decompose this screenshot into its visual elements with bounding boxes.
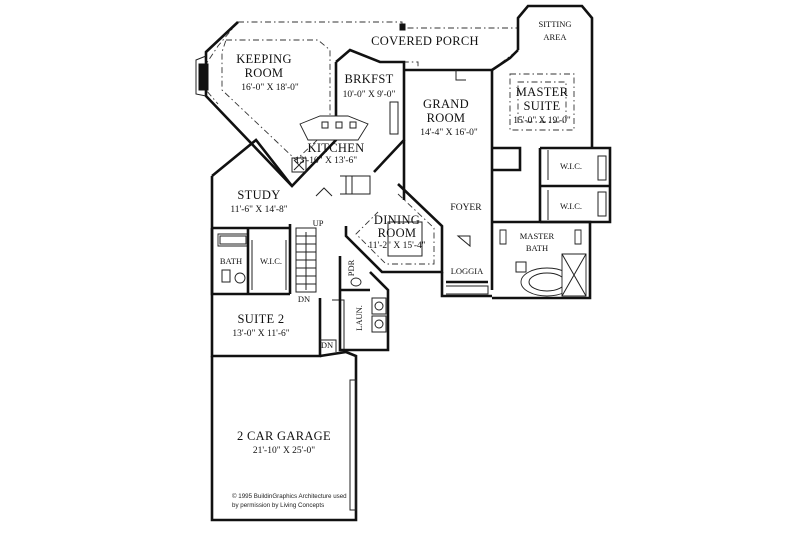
master-bath-label-line1: MASTER	[520, 231, 555, 241]
keeping-room-dimensions: 16'-0" X 18'-0"	[241, 83, 299, 93]
dining-room-dimensions: 11'-2" X 15'-4"	[368, 241, 425, 251]
sitting-area-label-line1: SITTING	[538, 19, 571, 29]
master-bath-walls	[492, 220, 592, 300]
covered-porch-label: COVERED PORCH	[371, 34, 479, 48]
copyright-notice: © 1995 BuildinGraphics Architecture used…	[232, 493, 347, 509]
kitchen-breakfast-walls	[291, 48, 406, 195]
stair-down-label-2: DN	[321, 340, 333, 350]
suite-2-dimensions: 13'-0" X 11'-6"	[232, 329, 289, 339]
breakfast-dimensions: 10'-0" X 9'-0"	[343, 90, 396, 100]
grand-room-label-line2: ROOM	[427, 111, 466, 125]
kitchen-label: KITCHEN	[308, 141, 365, 155]
master-suite-dimensions: 15'-0" X 19'-0"	[513, 116, 571, 126]
stair-down-label: DN	[298, 294, 310, 304]
bath-wic-stair	[210, 224, 317, 296]
pdr-label: PDR	[346, 259, 356, 276]
copyright-line-1: © 1995 BuildinGraphics Architecture used	[232, 493, 347, 500]
pdr-laundry-walls	[338, 256, 390, 352]
grand-room-dimensions: 14'-4" X 16'-0"	[420, 128, 478, 138]
copyright-line-2: by permission by Living Concepts	[232, 502, 324, 509]
foyer-label: FOYER	[450, 203, 482, 213]
garage-dimensions: 21'-10" X 25'-0"	[253, 446, 315, 456]
dining-room-label-line1: DINING	[374, 213, 420, 227]
grand-room-label-line1: GRAND	[423, 97, 469, 111]
laundry-label: LAUN.	[354, 305, 364, 331]
wic-suite-label: W.I.C.	[260, 256, 282, 266]
study-label: STUDY	[237, 188, 280, 202]
dining-room-label-line2: ROOM	[378, 226, 417, 240]
loggia-label: LOGGIA	[451, 266, 484, 276]
keeping-room-label-line2: ROOM	[245, 66, 284, 80]
breakfast-label: BRKFST	[344, 72, 393, 86]
kitchen-dimensions: 13'-10" X 13'-6"	[295, 156, 357, 166]
bath-label: BATH	[220, 256, 242, 266]
garage-label: 2 CAR GARAGE	[237, 429, 331, 443]
suite-2-walls	[210, 294, 345, 358]
sitting-area-label-line2: AREA	[543, 32, 567, 42]
master-suite-label-line2: SUITE	[524, 99, 561, 113]
dining-foyer-walls	[344, 183, 494, 298]
stair-labels: UP DN DN	[298, 218, 333, 350]
master-bath-label-line2: BATH	[526, 243, 548, 253]
master-suite-label-line1: MASTER	[516, 85, 569, 99]
stair-up-label: UP	[313, 218, 324, 228]
garage-walls	[210, 350, 358, 522]
suite-2-label: SUITE 2	[238, 312, 285, 326]
wic-master-1-label: W.I.C.	[560, 161, 582, 171]
study-dimensions: 11'-6" X 14'-8"	[230, 205, 287, 215]
wic-master-2-label: W.I.C.	[560, 201, 582, 211]
room-labels: COVERED PORCH SITTING AREA KEEPING ROOM …	[220, 19, 582, 456]
keeping-room-label-line1: KEEPING	[236, 52, 292, 66]
